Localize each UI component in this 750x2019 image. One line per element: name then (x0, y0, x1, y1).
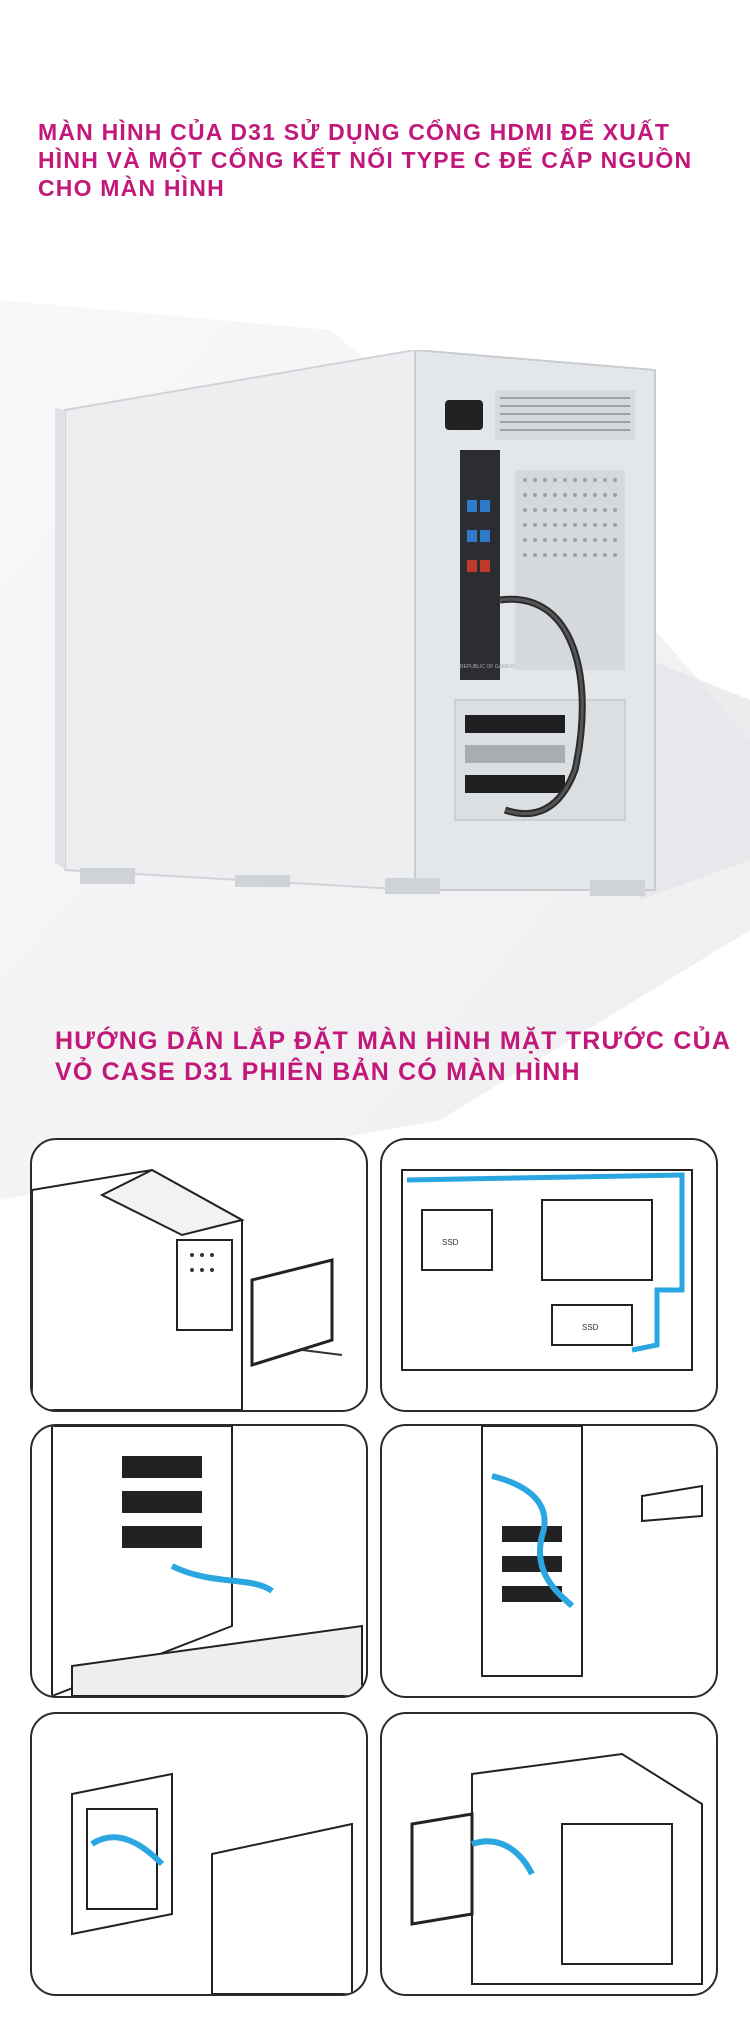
ssd-label-2: SSD (582, 1323, 599, 1332)
step-2-panel: SSD SSD (380, 1138, 718, 1412)
ssd-label-1: SSD (442, 1238, 459, 1247)
guide-title: Hướng dẫn lắp đặt màn hình mặt trước của… (55, 1027, 731, 1086)
step-4-panel (380, 1424, 718, 1698)
motherboard-text: REPUBLIC OF GAMERS (460, 664, 517, 670)
step-6-panel (380, 1712, 718, 1996)
step-3-panel (30, 1424, 368, 1698)
step-5-panel (30, 1712, 368, 1996)
case-rear-photo: REPUBLIC OF GAMERS (55, 348, 675, 910)
step-1-panel (30, 1138, 368, 1412)
intro-headline: Màn hình của D31 sử dụng cổng HDMI để xu… (38, 119, 693, 202)
